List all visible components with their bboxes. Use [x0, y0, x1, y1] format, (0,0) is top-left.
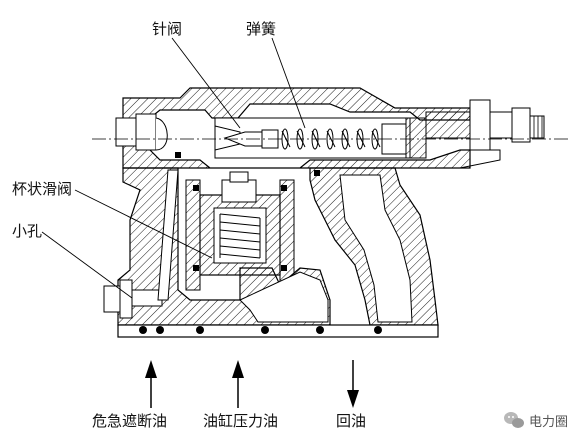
small-hole-plug: [103, 279, 163, 319]
spring-seat: [381, 117, 427, 159]
oil-passages: [157, 169, 413, 323]
leader-lines: [41, 37, 306, 299]
watermark-text: 电力圈: [529, 414, 569, 430]
flow-arrow-emergency-cutoff: [145, 360, 157, 408]
label-cylinder-pressure-oil: 油缸压力油: [203, 412, 279, 430]
cup-spring: [219, 213, 261, 259]
cup-slide-valve-body: [185, 171, 295, 291]
adjusting-screw: [425, 99, 545, 169]
label-small-hole: 小孔: [12, 222, 43, 240]
left-plug: [115, 113, 168, 151]
flow-arrow-return-oil: [347, 360, 359, 408]
label-cup-slide-valve: 杯状滑阀: [12, 180, 73, 198]
flow-arrow-cylinder-pressure: [232, 360, 244, 408]
wechat-icon: [504, 412, 524, 428]
upper-housing: [122, 87, 471, 169]
label-return-oil: 回油: [336, 412, 367, 430]
label-spring: 弹簧: [246, 20, 277, 38]
watermark: 电力圈: [502, 408, 568, 432]
o-ring-seals: [139, 152, 382, 334]
label-needle-valve: 针阀: [152, 20, 183, 38]
base-plate: [117, 324, 439, 338]
label-emergency-cutoff-oil: 危急遮断油: [92, 412, 168, 430]
